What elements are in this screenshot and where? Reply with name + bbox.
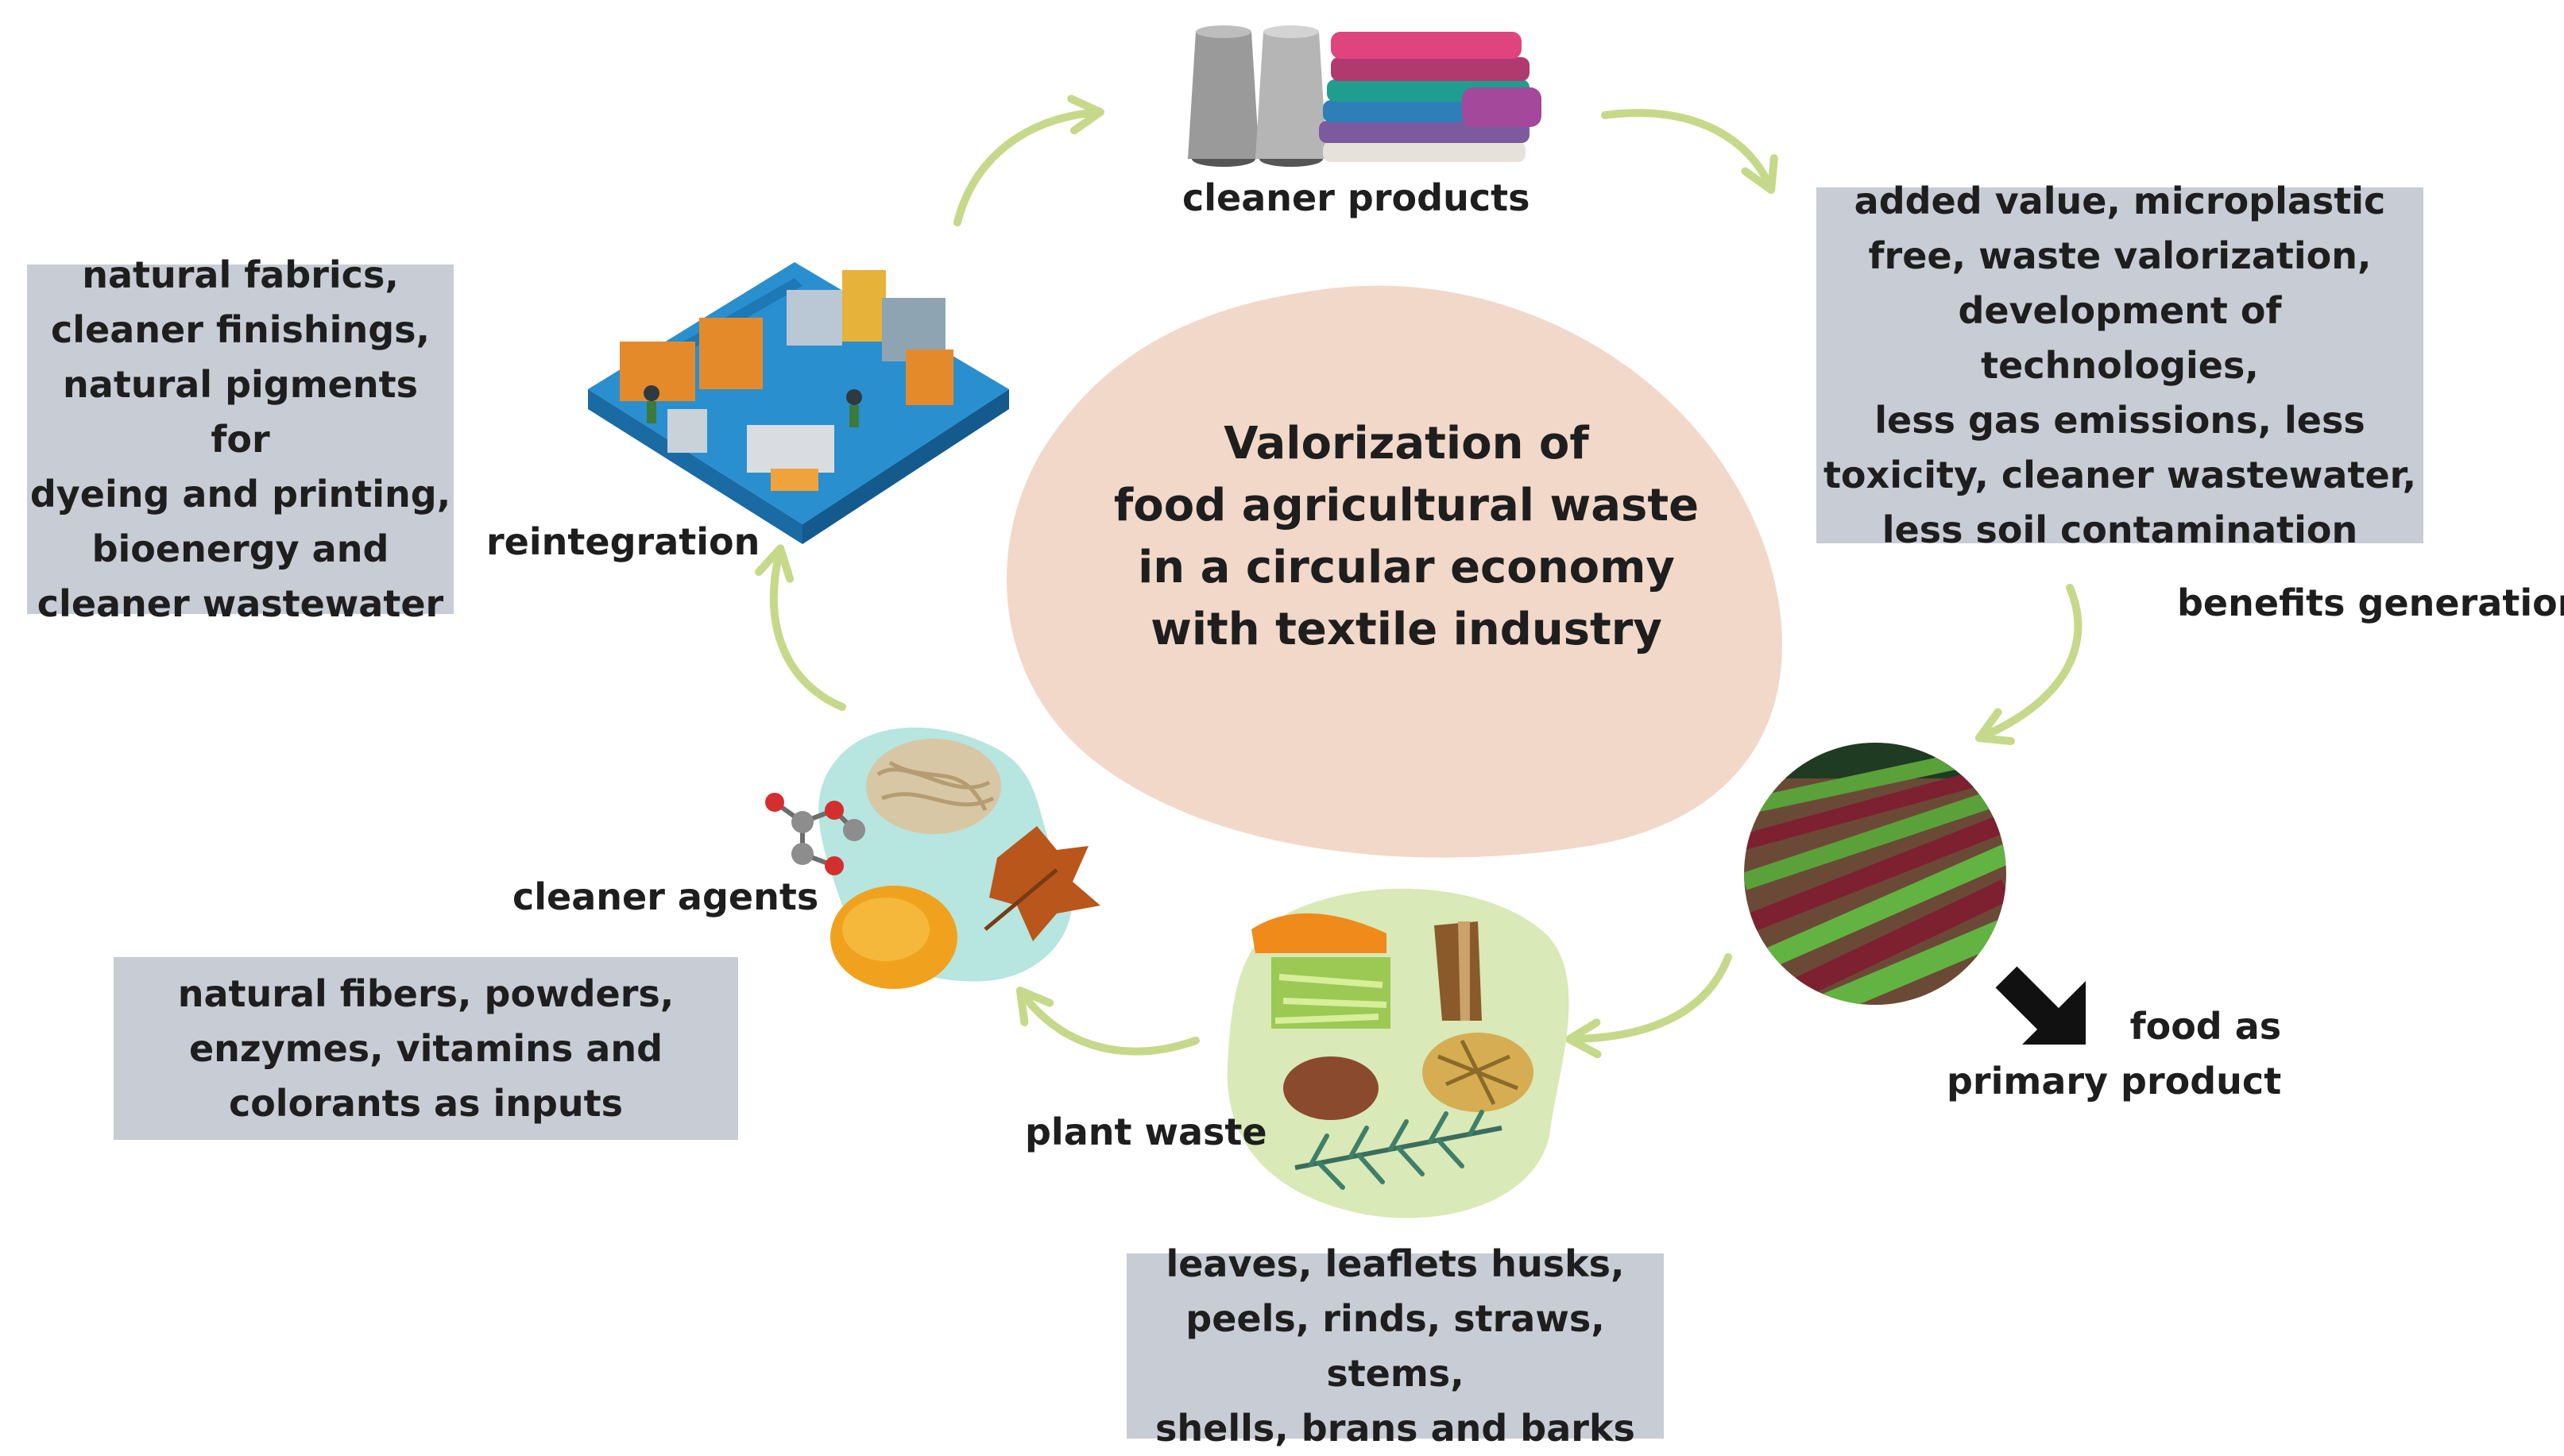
textiles-illustration (1188, 25, 1541, 167)
label-benefits-generation: benefits generation (2177, 581, 2564, 624)
agents-collage (765, 727, 1100, 989)
diagram-title: Valorization of food agricultural waste … (1113, 418, 1700, 655)
arrow-field-to-waste (1565, 953, 1732, 1059)
label-cleaner-agents: cleaner agents (512, 875, 819, 918)
label-plant-waste: plant waste (1025, 1110, 1267, 1153)
box-plant-waste: leaves, leaflets husks, peels, rinds, st… (1127, 1242, 1664, 1450)
box-reintegration-text: natural fabrics, cleaner finishings, nat… (29, 253, 451, 625)
arrow-benefits-to-field (1974, 584, 2083, 745)
box-benefits: added value, microplastic free, waste va… (1816, 180, 2423, 551)
box-benefits-text: added value, microplastic free, waste va… (1823, 179, 2417, 551)
center-blob (1006, 285, 1782, 858)
box-plant-waste-text: leaves, leaflets husks, peels, rinds, st… (1155, 1242, 1635, 1450)
arrow-products-to-benefits (1601, 109, 1778, 195)
box-cleaner-agents-text: natural fibers, powders, enzymes, vitami… (177, 971, 675, 1125)
black-arrow-icon (1995, 966, 2086, 1045)
arrow-agents-to-reintegration (755, 544, 846, 711)
arrow-waste-to-agents (1015, 987, 1200, 1056)
label-food-primary-product: food as primary product (1947, 1005, 2282, 1103)
plant-waste-collage (1227, 888, 1569, 1218)
factory-illustration (588, 262, 1009, 544)
label-cleaner-products: cleaner products (1182, 176, 1530, 219)
box-cleaner-agents: natural fibers, powders, enzymes, vitami… (114, 957, 738, 1140)
box-reintegration: natural fabrics, cleaner finishings, nat… (27, 253, 454, 625)
field-illustration (1744, 743, 2006, 1005)
label-reintegration: reintegration (486, 520, 760, 563)
arrow-reintegration-to-products (953, 95, 1104, 226)
